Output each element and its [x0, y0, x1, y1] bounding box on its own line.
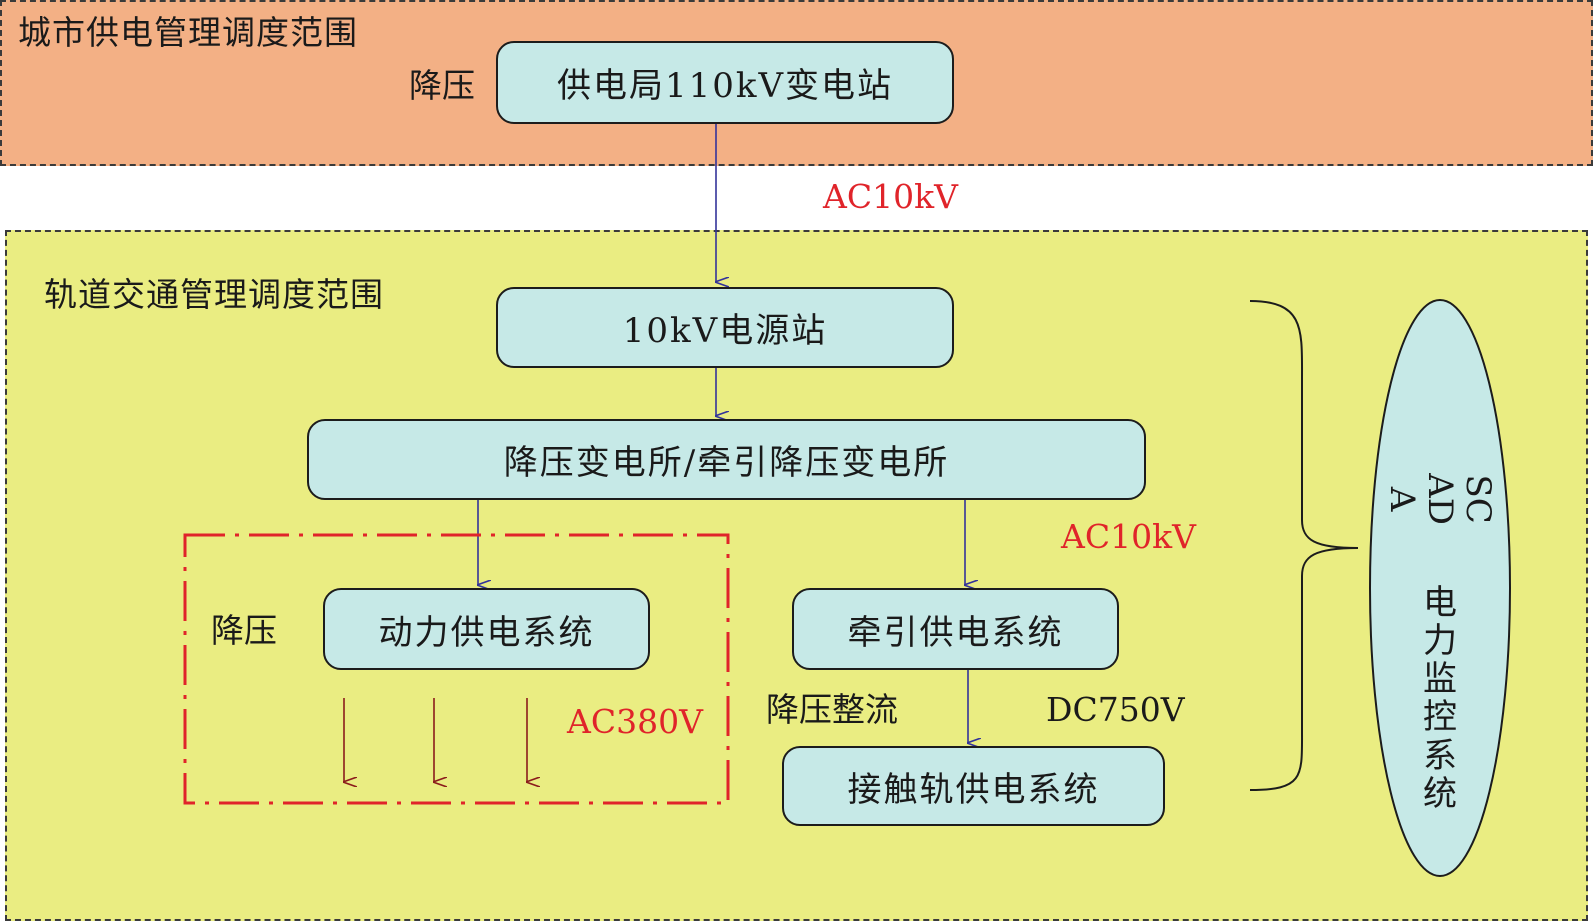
node-contact-rail-system: 接触轨供电系统	[782, 746, 1165, 826]
rail-zone-title: 轨道交通管理调度范围	[44, 275, 384, 314]
node-power-supply-system: 动力供电系统	[323, 588, 650, 670]
node-step-down-substation: 降压变电所/牵引降压变电所	[307, 419, 1146, 500]
node-traction-supply-system: 牵引供电系统	[792, 588, 1119, 670]
node-10kv-power-station: 10kV电源站	[496, 287, 954, 368]
label-step-down-top: 降压	[409, 66, 475, 105]
label-ac10kv-top: AC10kV	[823, 177, 958, 216]
scada-ellipse	[1369, 299, 1511, 877]
label-ac380v: AC380V	[567, 702, 703, 741]
label-step-down-rectify: 降压整流	[766, 690, 898, 729]
scada-latin-text: SCADA	[1381, 473, 1499, 526]
city-zone-title: 城市供电管理调度范围	[18, 13, 358, 52]
label-step-down-left: 降压	[211, 611, 277, 650]
scada-system-label: SCADA 电力监控系统	[1382, 420, 1498, 814]
scada-chinese-text: 电力监控系统	[1423, 583, 1457, 814]
label-dc750v: DC750V	[1046, 690, 1185, 729]
power-system-boundary	[183, 533, 730, 805]
node-110kv-substation: 供电局110kV变电站	[496, 41, 954, 124]
scada-brace	[1249, 300, 1359, 791]
label-ac10kv-right: AC10kV	[1061, 517, 1196, 556]
